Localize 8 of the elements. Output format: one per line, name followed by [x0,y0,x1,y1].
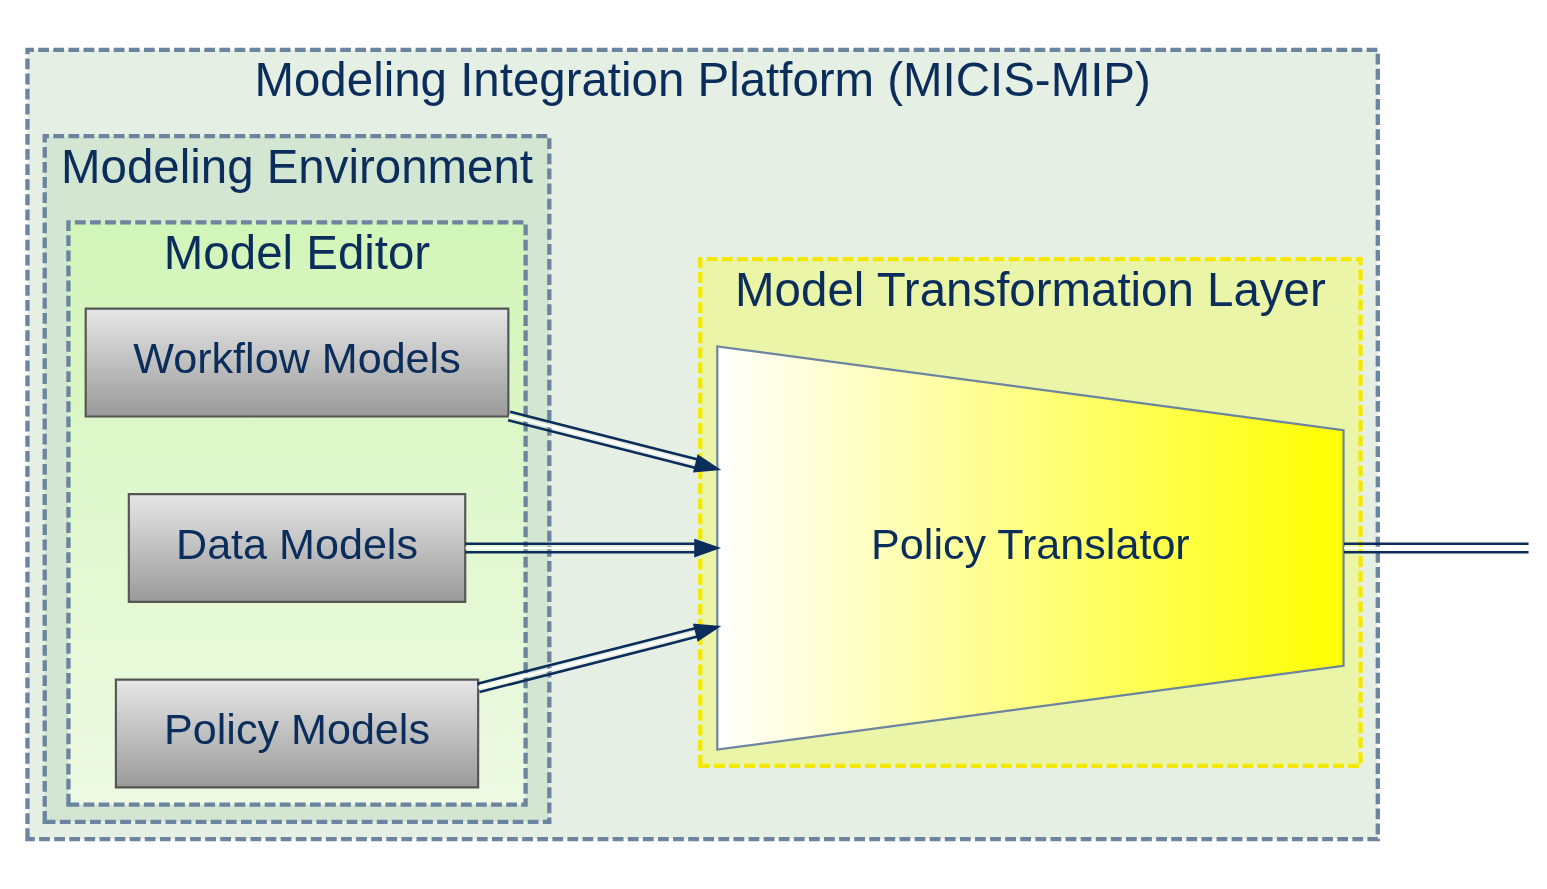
node-box: Data Models [127,493,467,603]
node-box: Policy Translator [716,345,1345,751]
arrow [465,538,721,558]
arrow [477,623,722,694]
node-box: Workflow Models [84,307,510,418]
connector [1344,551,1529,554]
node-box: Policy Models [114,678,480,789]
arrow [507,410,722,473]
